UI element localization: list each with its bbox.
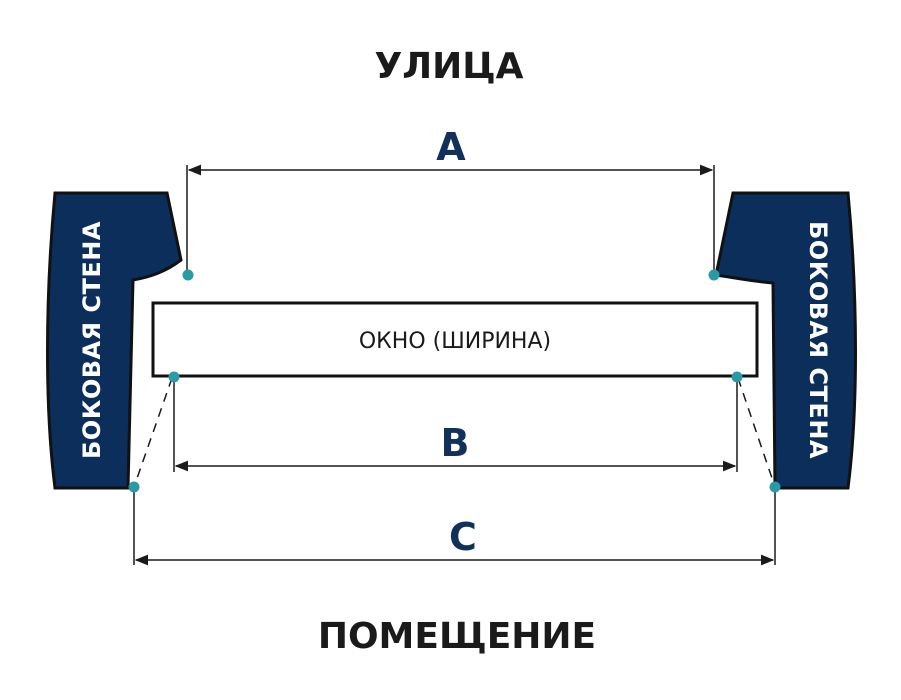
measure-point-b-right bbox=[731, 371, 743, 383]
window-frame bbox=[151, 301, 759, 378]
outside-label: УЛИЦА bbox=[374, 46, 523, 87]
measure-point-c-right bbox=[769, 481, 781, 493]
dimension-label-a: A bbox=[436, 125, 466, 169]
left-wall-label: БОКОВАЯ СТЕНА bbox=[78, 221, 106, 459]
measure-point-a-right bbox=[708, 269, 720, 281]
window-label: ОКНО (ШИРИНА) bbox=[359, 329, 551, 354]
left-side-wall bbox=[46, 191, 183, 490]
slope-line-left bbox=[133, 377, 173, 488]
right-wall-label: БОКОВАЯ СТЕНА bbox=[804, 221, 832, 459]
slope-line-right bbox=[737, 377, 776, 488]
dimension-label-c: C bbox=[449, 515, 477, 559]
measure-point-b-left bbox=[168, 371, 180, 383]
measure-point-a-left bbox=[182, 269, 194, 281]
dimension-label-b: B bbox=[441, 421, 470, 465]
right-side-wall bbox=[714, 191, 857, 490]
room-label: ПОМЕЩЕНИЕ bbox=[318, 616, 596, 657]
measure-point-c-left bbox=[128, 481, 140, 493]
